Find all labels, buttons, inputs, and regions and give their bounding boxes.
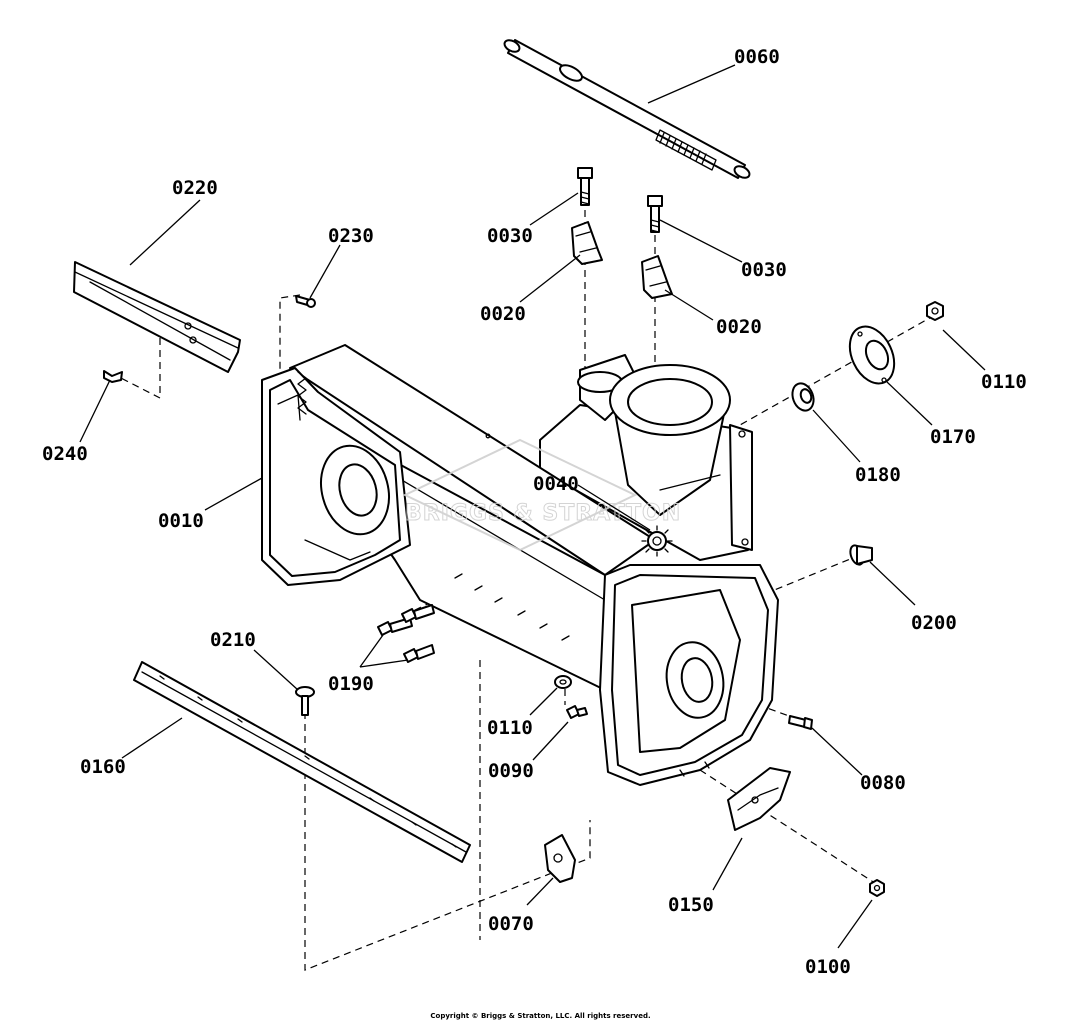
callout-0040: 0040 [533,473,579,495]
part-0190-bolts [377,604,435,663]
callout-0170: 0170 [930,426,976,448]
callout-0030-b: 0030 [741,259,787,281]
part-0180-bearing [791,382,815,412]
callout-0100: 0100 [805,956,851,978]
callout-0200: 0200 [911,612,957,634]
part-0210-carriage-bolt [295,686,315,716]
part-0100-nut [869,879,885,897]
part-chute-housing [539,354,753,561]
callout-0010: 0010 [158,510,204,532]
callout-labels: 0060 0220 0230 0030 0030 0020 0020 0110 … [42,46,1027,978]
part-0070-bracket [544,834,576,883]
part-0080-bolt [788,715,813,730]
callout-0180: 0180 [855,464,901,486]
callout-0210: 0210 [210,629,256,651]
callout-0110-a: 0110 [981,371,1027,393]
callout-0090: 0090 [488,760,534,782]
callout-0220: 0220 [172,177,218,199]
callout-0110-b: 0110 [487,717,533,739]
part-0150-skid-shoe [727,767,791,831]
part-0010-auger-housing [261,344,779,786]
part-0160-scraper-bar [133,661,471,863]
callout-0020-a: 0020 [480,303,526,325]
part-0110-nut-a [926,301,944,321]
callout-0020-b: 0020 [716,316,762,338]
callout-0230: 0230 [328,225,374,247]
part-0170-flange [848,325,896,385]
part-0040-gear [641,525,673,557]
part-0200-pin [849,544,873,566]
brand-watermark: BRIGGS & STRATTON [402,438,681,552]
callout-0080: 0080 [860,772,906,794]
callout-0240: 0240 [42,443,88,465]
copyright-notice: Copyright © Briggs & Stratton, LLC. All … [430,1012,651,1020]
part-0060-shaft [503,39,751,179]
callout-0190: 0190 [328,673,374,695]
callout-0030-a: 0030 [487,225,533,247]
callout-0070: 0070 [488,913,534,935]
watermark-text: BRIGGS & STRATTON [405,501,681,526]
part-0030-bolt-b [647,195,663,233]
part-0240-wing-nut [103,370,123,383]
part-0090-bolt [566,705,588,719]
callout-0060: 0060 [734,46,780,68]
part-0230-screw [295,295,316,308]
part-0030-bolt-a [577,167,593,206]
part-0020-clip-a [571,221,603,265]
callout-0160: 0160 [80,756,126,778]
leader-lines [79,64,986,949]
callout-0150: 0150 [668,894,714,916]
part-0220-bracket [73,261,241,373]
part-0110-nut-b [554,675,572,689]
